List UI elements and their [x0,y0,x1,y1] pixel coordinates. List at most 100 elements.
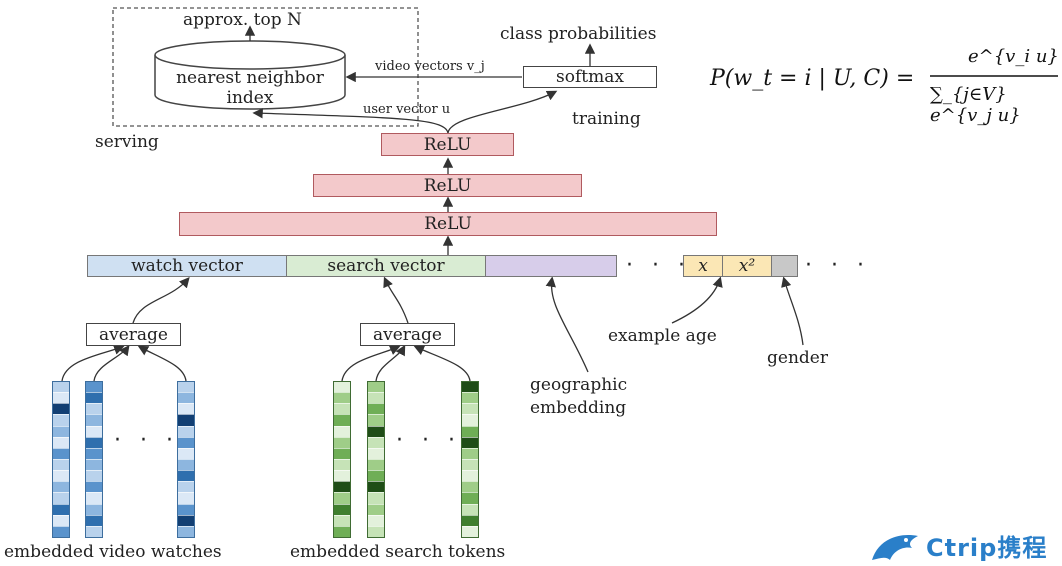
embedding-cell [178,382,194,393]
embedding-cell [334,458,350,471]
relu-layer-bottom: ReLU [179,212,717,236]
embedding-cell [86,492,102,504]
watch-embedding-column-2 [85,381,103,538]
average-watch-box: average [86,323,181,346]
embedding-cell [368,514,384,526]
relu-layer-middle: ReLU [313,174,582,197]
embedding-cell [178,514,194,526]
embedding-cell [53,481,69,493]
embedding-cell [53,514,69,526]
formula-lhs: P(w_t = i | U, C) = [710,66,915,91]
relu-mid-label: ReLU [423,175,472,196]
embedding-cell [178,447,194,459]
embedding-cell [178,403,194,415]
serving-label: serving [95,132,159,152]
formula-denominator: ∑_{j∈V} e^{v_j u} [930,84,1021,126]
embedding-cell [462,436,478,448]
example-age-x2-segment: x² [722,255,772,277]
embedding-cell [368,425,384,437]
embedding-cell [178,470,194,482]
embedding-cell [178,458,194,471]
embedding-cell [368,470,384,482]
embedding-cell [86,403,102,415]
embedding-cell [368,492,384,504]
geographic-embedding-segment [485,255,617,277]
softmax-box: softmax [523,66,657,88]
embedding-cell [53,425,69,437]
embedding-cell [86,458,102,471]
embedding-cell [86,392,102,404]
embedding-cell [86,425,102,437]
relu-layer-top: ReLU [381,133,514,156]
embedding-cell [368,481,384,493]
geographic-embedding-label: geographic embedding [530,374,627,420]
nearest-neighbor-index-label: nearest neighbor index [150,68,350,108]
search-vector-segment: search vector [286,255,486,277]
embedding-cell [368,525,384,537]
gender-label: gender [767,348,828,368]
embedding-cell [462,414,478,426]
embedding-cell [334,382,350,393]
example-age-x-segment: x [683,255,723,277]
embedded-search-tokens-label: embedded search tokens [290,542,506,562]
embedding-cell [334,492,350,504]
embedding-cell [53,403,69,415]
embedding-cell [334,447,350,459]
embedding-cell [53,492,69,504]
embedding-cell [462,492,478,504]
average-search-label: average [372,324,442,345]
ctrip-logo: Ctrip携程 [868,526,1058,566]
embedding-cell [368,458,384,471]
video-vectors-label: video vectors v_j [375,59,485,74]
embedding-cell [462,392,478,404]
dolphin-icon [872,535,918,560]
search-columns-ellipsis: · · · [396,428,461,453]
search-embedding-column-3 [461,381,479,538]
embedding-cell [462,458,478,471]
embedding-cell [462,481,478,493]
embedding-cell [86,503,102,515]
index-label-line1: nearest neighbor [176,68,324,88]
ctrip-logo-text: Ctrip携程 [926,534,1048,562]
embedding-cell [462,447,478,459]
approx-top-n-label: approx. top N [183,10,302,30]
embedding-cell [178,392,194,404]
embedding-cell [368,436,384,448]
relu-top-label: ReLU [423,134,472,155]
embedding-cell [462,403,478,415]
embedding-cell [462,470,478,482]
embedding-cell [334,525,350,537]
class-probabilities-label: class probabilities [500,24,657,44]
average-watch-label: average [98,324,168,345]
embedding-cell [86,447,102,459]
index-label-line2: index [226,88,274,108]
gender-segment [771,255,798,277]
embedding-cell [86,382,102,393]
embedding-cell [86,436,102,448]
embedding-cell [53,503,69,515]
input-ellipsis-1: · · · [626,253,691,278]
embedded-video-watches-label: embedded video watches [4,542,222,562]
search-embedding-column-1 [333,381,351,538]
embedding-cell [178,525,194,537]
watch-embedding-column-1 [52,381,70,538]
user-vector-label: user vector u [363,102,451,117]
embedding-cell [368,403,384,415]
embedding-cell [334,403,350,415]
embedding-cell [86,470,102,482]
x-label: x [698,256,708,276]
embedding-cell [178,425,194,437]
nearest-neighbor-cylinder [154,40,346,110]
embedding-cell [368,382,384,393]
example-age-label: example age [608,326,717,346]
embedding-cell [53,436,69,448]
search-vector-label: search vector [327,256,445,276]
embedding-cell [462,382,478,393]
embedding-cell [334,470,350,482]
embedding-cell [53,458,69,471]
embedding-cell [53,414,69,426]
embedding-cell [462,514,478,526]
embedding-cell [53,382,69,393]
embedding-cell [368,503,384,515]
embedding-cell [334,503,350,515]
